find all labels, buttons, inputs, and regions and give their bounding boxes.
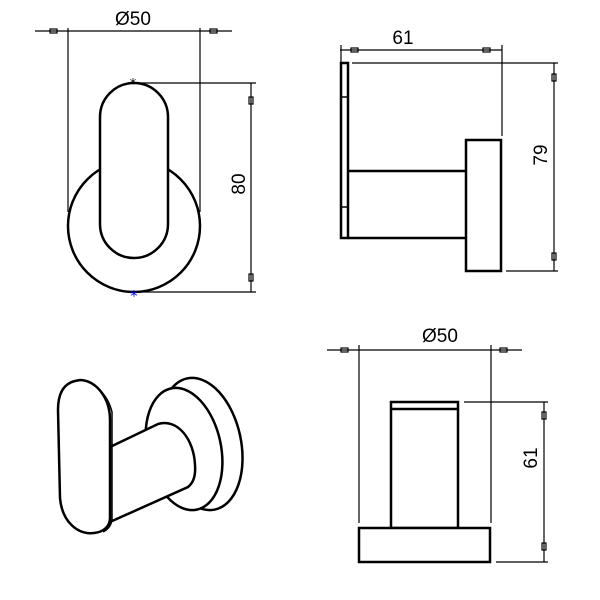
arrow-marker	[350, 47, 359, 53]
hook-body	[389, 400, 460, 530]
point-marker-icon: *	[130, 77, 137, 92]
diameter-label: Ø50	[422, 326, 458, 347]
arrow-marker	[551, 252, 557, 261]
arrow-marker	[209, 28, 218, 34]
back-plate	[339, 61, 350, 240]
top-view: Ø50 61	[327, 326, 548, 564]
isometric-view	[56, 376, 244, 535]
height-label: 80	[229, 173, 250, 194]
arrow-marker	[49, 28, 58, 34]
arrow-marker	[248, 273, 254, 282]
arrow-marker	[499, 347, 508, 353]
arrow-marker	[541, 542, 547, 551]
side-view: 61 79	[339, 28, 558, 273]
arrow-marker	[248, 96, 254, 105]
depth-label: 61	[392, 28, 413, 49]
point-marker-icon: *	[130, 287, 138, 305]
hook-plate-edge	[79, 379, 113, 533]
arrow-marker	[541, 411, 547, 420]
depth-label: 61	[521, 447, 542, 468]
rod	[108, 421, 197, 524]
hook-plate	[56, 378, 112, 535]
hook-oval	[98, 81, 170, 260]
arrow-marker	[482, 47, 491, 53]
rosette	[464, 138, 503, 273]
height-label: 79	[531, 144, 552, 165]
diameter-label: Ø50	[115, 9, 151, 30]
rosette-base	[357, 526, 492, 564]
arrow-marker	[551, 73, 557, 82]
arrow-marker	[340, 347, 349, 353]
front-view: Ø50 80 * *	[35, 9, 256, 305]
